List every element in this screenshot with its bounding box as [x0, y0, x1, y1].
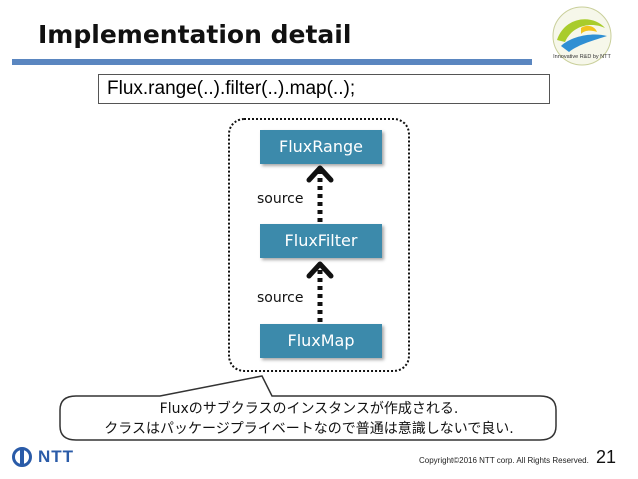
- page-number: 21: [596, 447, 617, 467]
- ntt-mark-icon: [12, 447, 32, 467]
- node-flux-map: FluxMap: [260, 324, 382, 358]
- title-underline: [12, 59, 532, 65]
- callout-line-1: Fluxのサブクラスのインスタンスが作成される.: [159, 401, 459, 417]
- upper-source-arrowhead: [306, 165, 334, 183]
- package-boundary: [228, 118, 410, 372]
- ntt-brand-logo: NTT: [12, 444, 74, 470]
- ntt-rd-swirl-icon: Innovative R&D by NTT: [552, 6, 612, 66]
- callout-line-2: クラスはパッケージプライベートなので普通は意識しないで良い.: [104, 421, 514, 437]
- upper-edge-label: source: [257, 191, 304, 207]
- logo-tagline: Innovative R&D by NTT: [553, 54, 611, 60]
- callout-text: Fluxのサブクラスのインスタンスが作成される. クラスはパッケージプライベート…: [62, 399, 556, 439]
- lower-source-arrowhead: [306, 261, 334, 279]
- slide-title: Implementation detail: [38, 20, 352, 49]
- lower-edge-label: source: [257, 290, 304, 306]
- copyright-notice: Copyright©2016 NTT corp. All Rights Rese…: [419, 456, 589, 465]
- code-snippet: Flux.range(..).filter(..).map(..);: [98, 74, 550, 104]
- ntt-wordmark: NTT: [38, 447, 75, 466]
- node-flux-range: FluxRange: [260, 130, 382, 164]
- node-flux-filter: FluxFilter: [260, 224, 382, 258]
